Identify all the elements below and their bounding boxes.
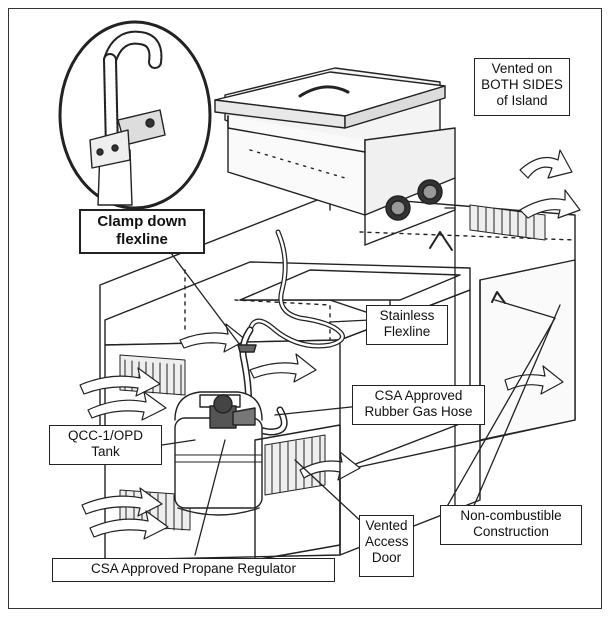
access-door: [254, 424, 341, 561]
leader-lines: [161, 207, 561, 556]
label-vented-access-door: Vented Access Door: [359, 515, 414, 577]
label-non-combustible-construction: Non-combustible Construction: [440, 505, 582, 545]
vent-grille-left-upper: [119, 354, 186, 396]
label-stainless-flexline: Stainless Flexline: [366, 305, 448, 345]
label-csa-rubber-gas-hose: CSA Approved Rubber Gas Hose: [352, 385, 485, 425]
vent-grille-access-door: [264, 434, 326, 496]
construction-markers: [429, 231, 506, 304]
airflow-arrows: [79, 149, 581, 540]
label-qcc-tank: QCC-1/OPD Tank: [49, 425, 162, 465]
label-clamp-down-flexline: Clamp down flexline: [79, 209, 205, 254]
stainless-flexline: [247, 229, 345, 349]
side-burner-unit: [214, 67, 456, 246]
label-csa-propane-regulator: CSA Approved Propane Regulator: [52, 558, 335, 582]
label-vented-both-sides: Vented on BOTH SIDES of Island: [474, 58, 570, 116]
clamp-detail-inset: [58, 20, 212, 210]
propane-tank: [174, 391, 263, 516]
